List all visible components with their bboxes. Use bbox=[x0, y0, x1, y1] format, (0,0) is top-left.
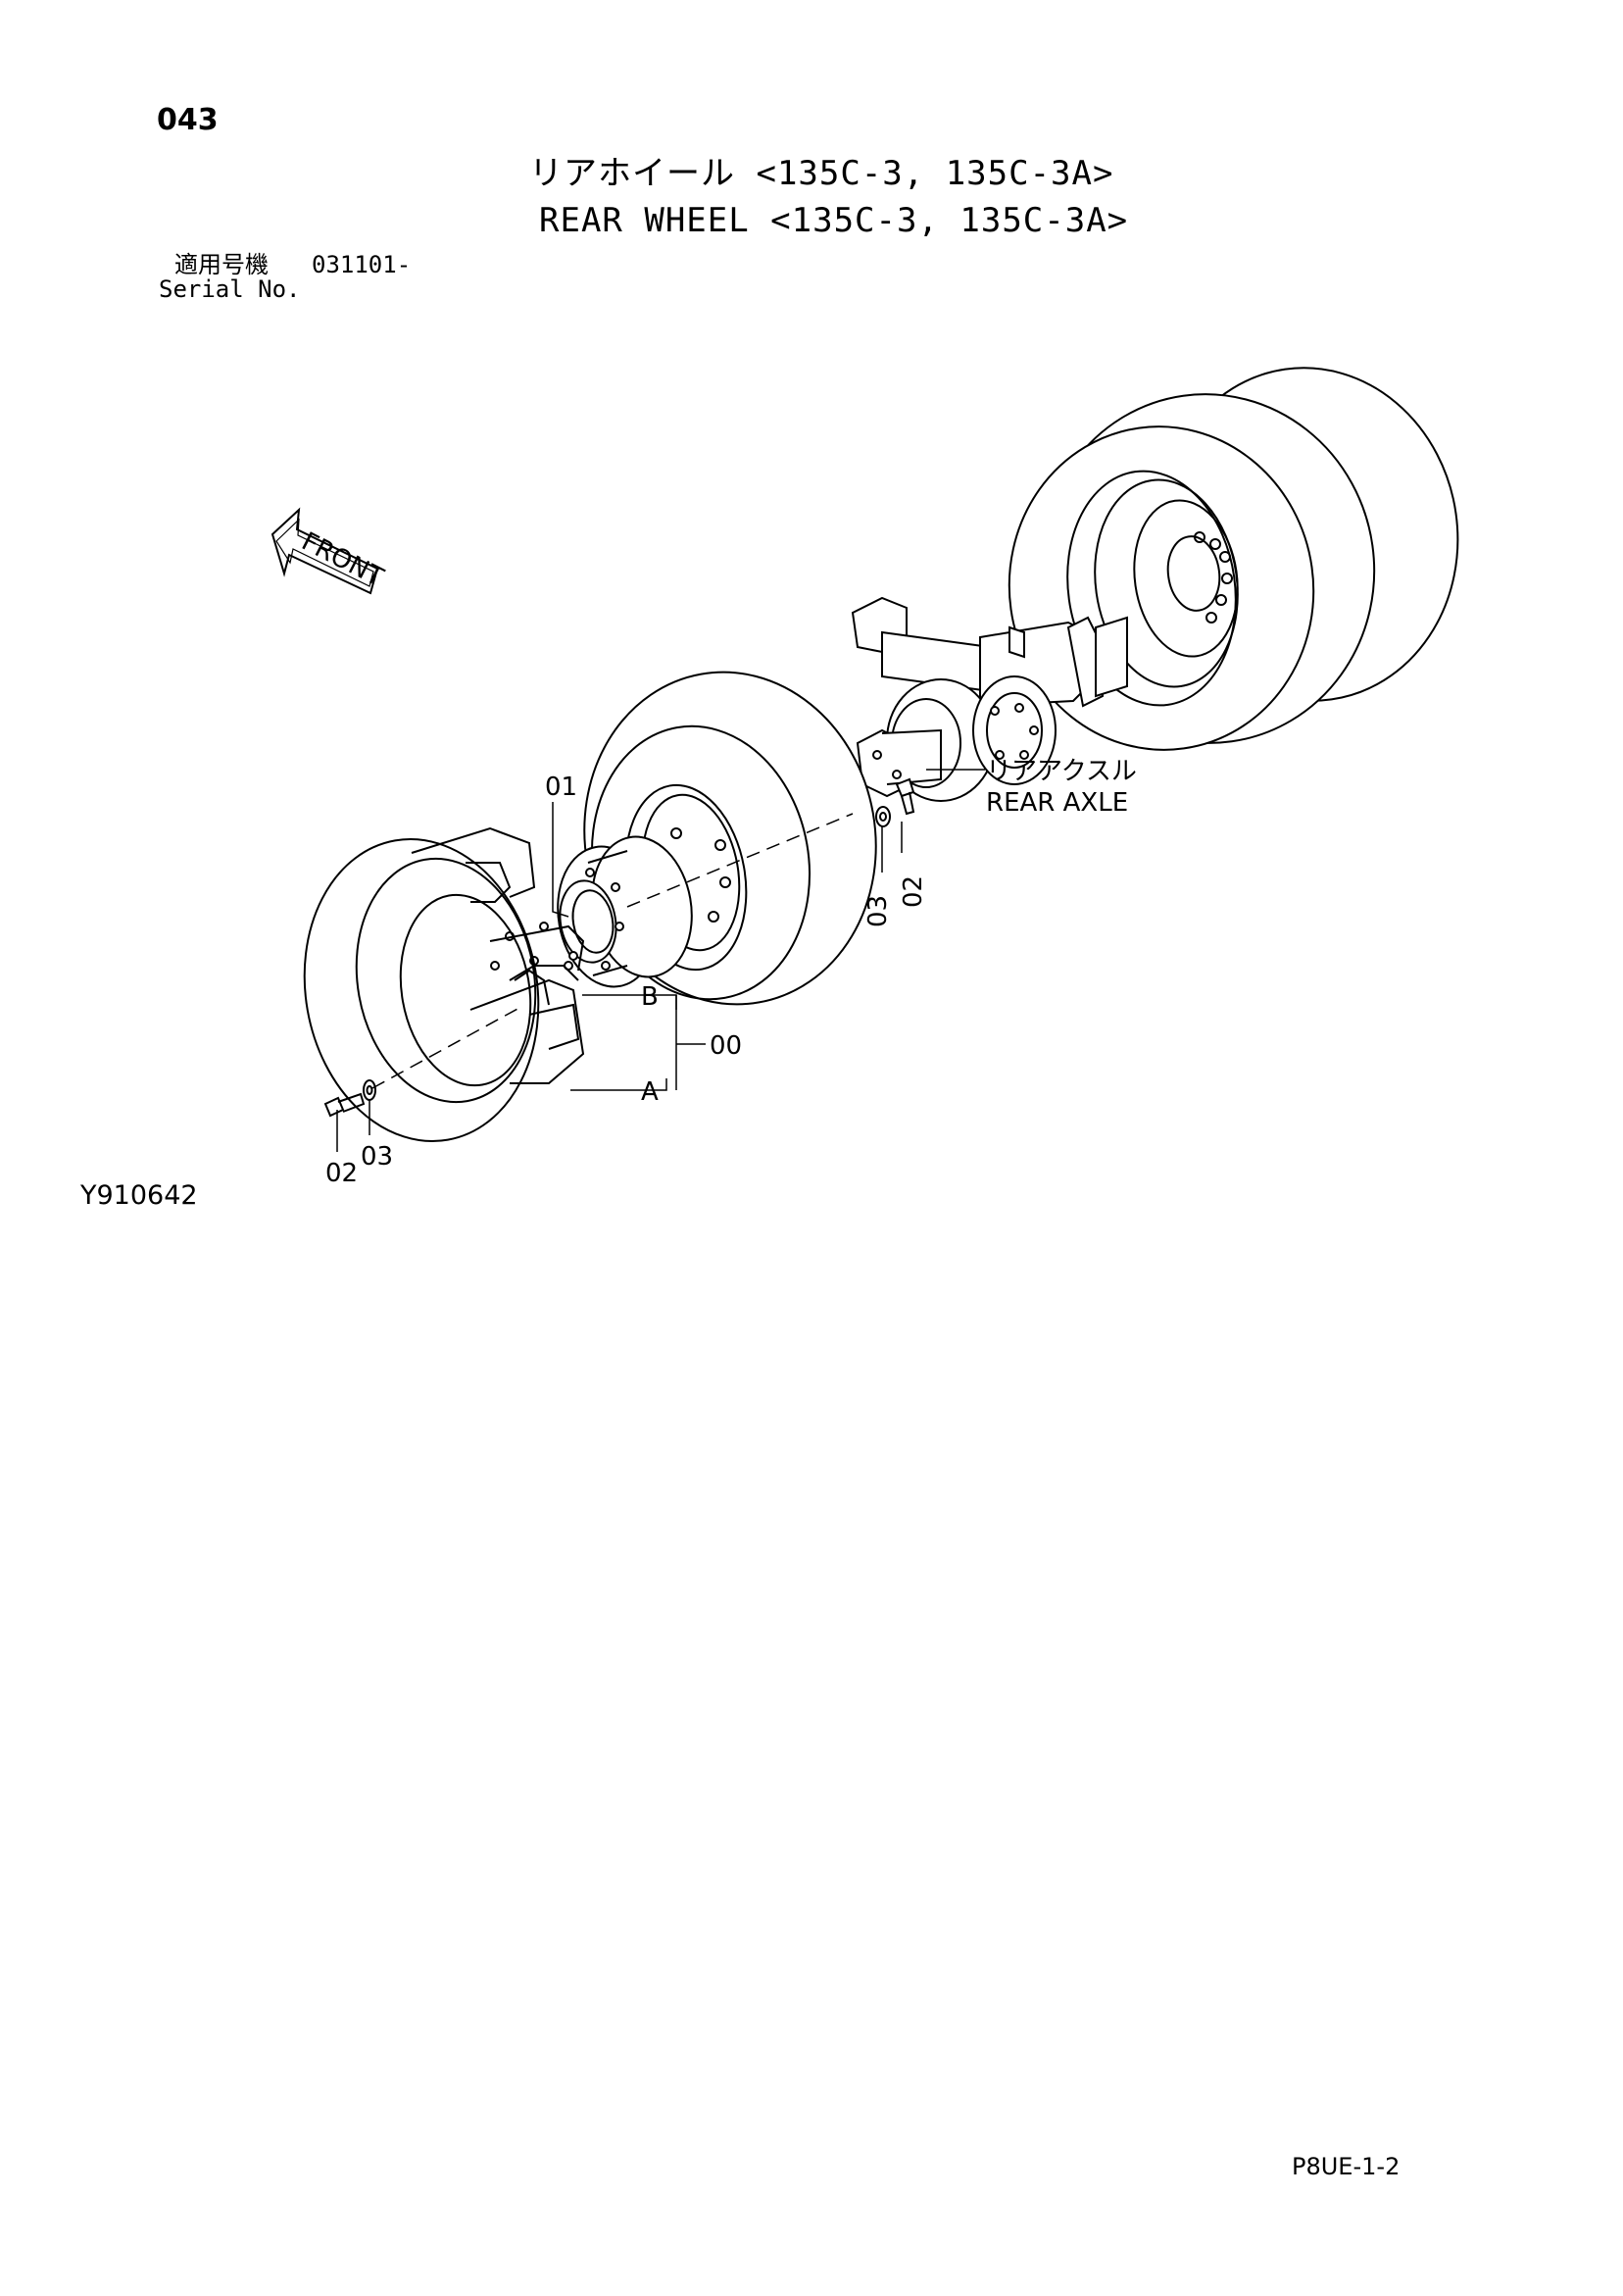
rear-axle-label-english: REAR AXLE bbox=[986, 788, 1128, 818]
serial-label-japanese: 適用号機 bbox=[174, 251, 269, 278]
front-label: FRONT bbox=[297, 527, 388, 593]
page-title-japanese: リアホイール <135C-3, 135C-3A> bbox=[529, 154, 1114, 193]
front-tire-cutaway bbox=[303, 826, 585, 1143]
page-number: 043 bbox=[157, 103, 219, 137]
callout-03-left: 03 bbox=[361, 1142, 393, 1172]
bolt-washer-left bbox=[323, 1079, 376, 1118]
callout-02-right: 02 bbox=[899, 875, 928, 908]
callout-00: 00 bbox=[710, 1031, 742, 1061]
callout-02-left: 02 bbox=[325, 1159, 358, 1188]
callout-A: A bbox=[641, 1077, 659, 1107]
callout-B: B bbox=[641, 982, 659, 1012]
front-direction-arrow: FRONT bbox=[270, 507, 388, 595]
right-dual-tire-assembly bbox=[1008, 367, 1459, 751]
serial-number-value: 031101- bbox=[312, 251, 412, 278]
rear-axle-housing bbox=[851, 596, 1128, 802]
hub-spacer-part-01 bbox=[557, 835, 693, 988]
callout-01: 01 bbox=[545, 773, 577, 802]
rear-axle-label-japanese: リアアクスル bbox=[986, 757, 1137, 786]
serial-label-english: Serial No. bbox=[159, 275, 301, 303]
assembly-centerline bbox=[371, 813, 854, 1089]
page-title-english: REAR WHEEL <135C-3, 135C-3A> bbox=[539, 201, 1129, 240]
bolt-washer-right bbox=[875, 777, 915, 827]
callout-03-right: 03 bbox=[863, 895, 893, 927]
callout-leaders bbox=[336, 769, 985, 1152]
figure-code: Y910642 bbox=[80, 1180, 198, 1211]
page-code: P8UE-1-2 bbox=[1292, 2153, 1401, 2180]
